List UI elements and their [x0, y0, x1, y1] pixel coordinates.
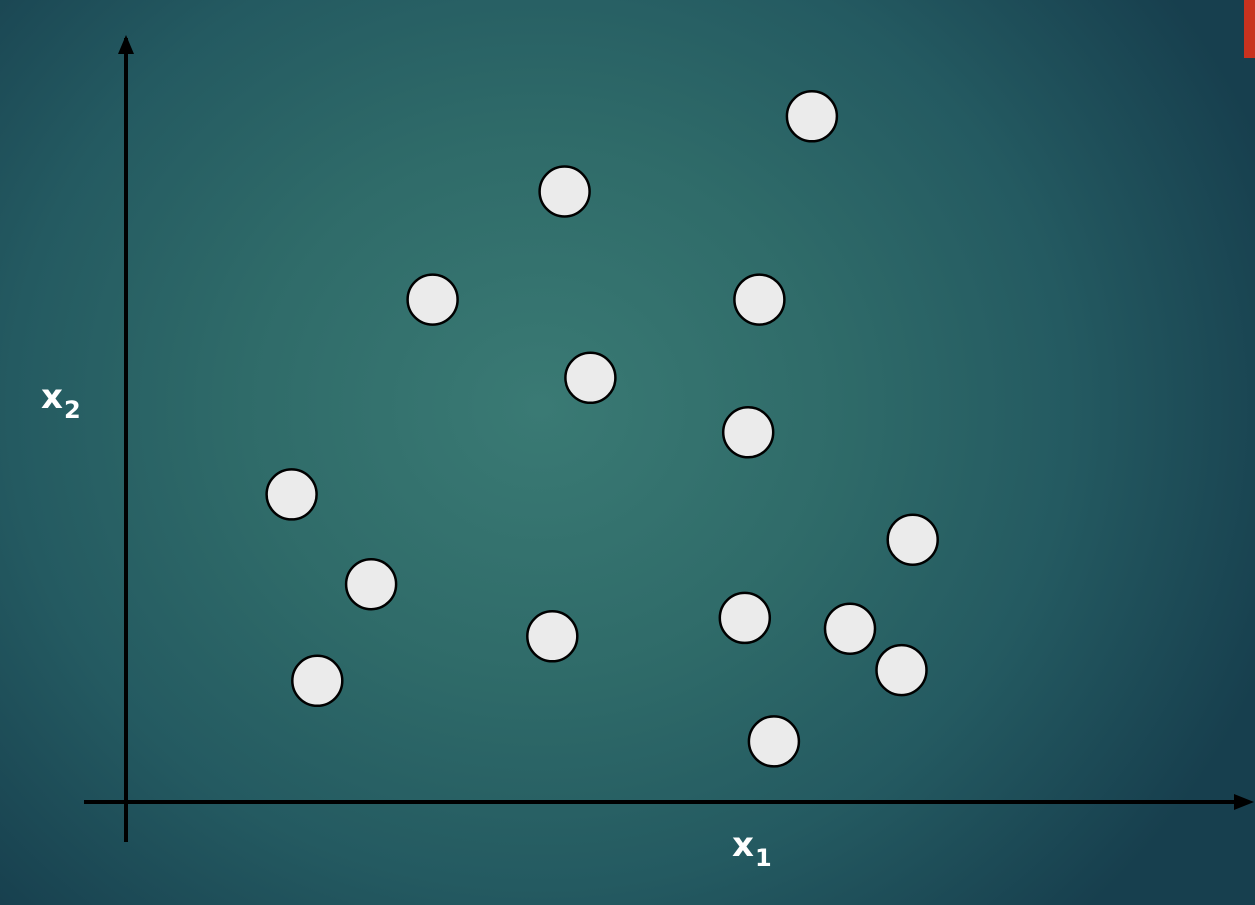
data-point-14: [291, 654, 344, 708]
data-point-11: [718, 591, 772, 645]
data-point-5: [564, 351, 617, 405]
data-point-7: [265, 468, 318, 521]
data-points: [265, 90, 939, 768]
y-axis-label: x2: [41, 377, 81, 424]
data-point-8: [886, 513, 939, 566]
data-point-10: [526, 610, 579, 663]
data-point-3: [406, 273, 459, 326]
data-point-4: [733, 273, 786, 326]
data-point-12: [823, 602, 877, 655]
data-point-15: [747, 715, 801, 768]
data-point-2: [538, 165, 591, 218]
x-axis-arrow: [1234, 794, 1254, 810]
x-axis-label: x1: [732, 825, 772, 872]
y-axis-arrow: [118, 35, 134, 54]
data-point-13: [875, 643, 928, 697]
accent-tab: [1244, 0, 1255, 58]
data-point-1: [785, 90, 839, 143]
data-point-9: [344, 557, 398, 611]
data-point-6: [721, 406, 775, 459]
